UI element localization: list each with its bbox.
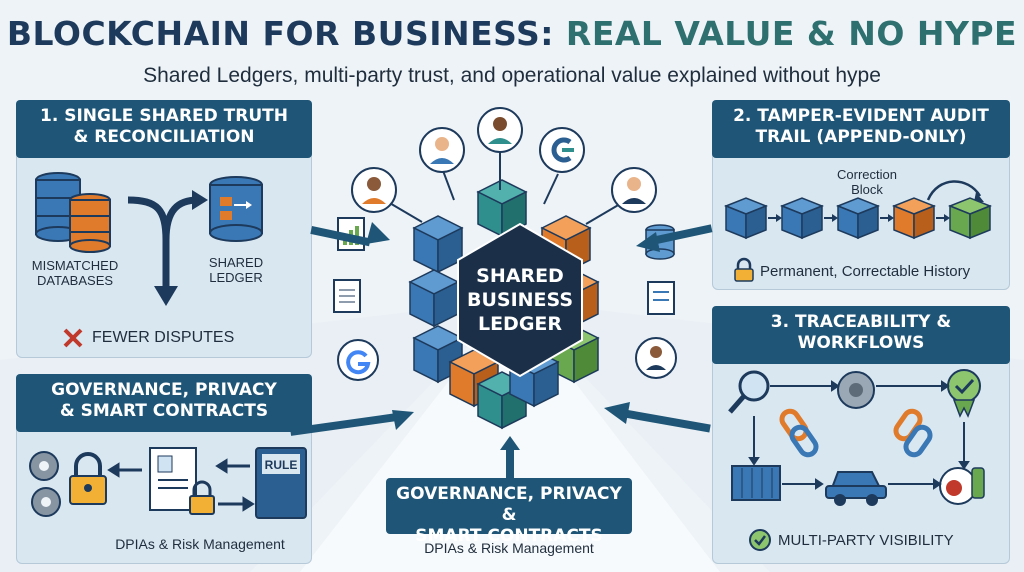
google-icon	[337, 339, 379, 381]
document-icon	[647, 281, 675, 315]
lock-icon	[69, 452, 107, 505]
gear-icon	[837, 371, 875, 409]
check-icon	[749, 529, 771, 551]
correction-block-label: Correction Block	[822, 167, 912, 197]
magnifier-icon	[728, 370, 770, 414]
trace-flow-icons	[728, 369, 985, 506]
ledger-icon	[209, 176, 263, 242]
gear-icon	[29, 451, 61, 517]
center-ledger-label: SHARED BUSINESS LEDGER	[460, 264, 580, 336]
correction-line-2: Block	[851, 182, 883, 197]
panel-audit-title-1: 2. TAMPER-EVIDENT AUDIT	[733, 106, 989, 126]
book-icon	[255, 447, 307, 519]
person-icon	[611, 167, 657, 213]
governance-icons	[29, 447, 307, 519]
person-icon	[635, 337, 677, 379]
title-part-2: REAL VALUE & NO HYPE	[565, 14, 1018, 53]
panel-shared-truth-title-2: & RECONCILIATION	[73, 127, 255, 147]
panel-trace-title-1: 3. TRACEABILITY &	[770, 312, 952, 332]
fewer-disputes-label: FEWER DISPUTES	[92, 329, 235, 346]
car-icon	[825, 471, 887, 506]
merge-arrow-icon	[127, 190, 208, 306]
company-logo-icon	[539, 127, 585, 173]
trace-footer-label: MULTI-PARTY VISIBILITY	[778, 532, 954, 549]
panel-audit-trail-header: 2. TAMPER-EVIDENT AUDIT TRAIL (APPEND-ON…	[712, 100, 1010, 158]
person-icon	[419, 127, 465, 173]
panel-gov-left-title-2: & SMART CONTRACTS	[59, 401, 269, 421]
panel-gov-left-title-1: GOVERNANCE, PRIVACY	[51, 380, 277, 400]
food-icon	[939, 467, 985, 505]
shared-line-2: LEDGER	[209, 270, 263, 285]
center-line-3: LEDGER	[477, 313, 563, 335]
panel-trace-title-2: WORKFLOWS	[797, 333, 925, 353]
panel-governance-center-header: GOVERNANCE, PRIVACY & SMART CONTRACTS	[386, 478, 632, 546]
block-chain-icon	[723, 180, 993, 240]
container-icon	[731, 465, 781, 501]
document-icon	[149, 447, 215, 515]
rule-label: RULE	[264, 458, 298, 472]
center-line-1: SHARED	[476, 265, 564, 287]
person-icon	[477, 107, 523, 153]
person-icon	[351, 167, 397, 213]
governance-center-footer: DPIAs & Risk Management	[424, 540, 594, 556]
mismatched-label: MISMATCHED DATABASES	[20, 258, 130, 288]
document-icon	[333, 279, 361, 313]
page-title: BLOCKCHAIN FOR BUSINESS: REAL VALUE & NO…	[0, 14, 1024, 53]
panel-shared-truth-title-1: 1. SINGLE SHARED TRUTH	[40, 106, 288, 126]
shared-ledger-label: SHARED LEDGER	[196, 255, 276, 285]
database-icon	[35, 172, 111, 253]
governance-left-footer: DPIAs & Risk Management	[115, 536, 285, 552]
shared-line-1: SHARED	[208, 255, 264, 270]
chain-icon	[779, 408, 933, 458]
panel-gov-center-title-1: GOVERNANCE, PRIVACY &	[396, 484, 622, 525]
page-subtitle: Shared Ledgers, multi-party trust, and o…	[143, 64, 881, 87]
ledger-cube-cluster	[409, 179, 599, 429]
audit-footer-label: Permanent, Correctable History	[760, 263, 971, 280]
panel-audit-title-2: TRAIL (APPEND-ONLY)	[755, 127, 967, 147]
mismatched-line-1: MISMATCHED	[31, 258, 119, 273]
x-mark-icon	[63, 328, 83, 348]
title-part-1: BLOCKCHAIN FOR BUSINESS:	[6, 14, 566, 53]
mismatched-line-2: DATABASES	[36, 273, 114, 288]
center-line-2: BUSINESS	[466, 289, 574, 311]
lock-icon	[734, 257, 754, 282]
correction-line-1: Correction	[837, 167, 897, 182]
panel-shared-truth-header: 1. SINGLE SHARED TRUTH & RECONCILIATION	[16, 100, 312, 158]
panel-traceability-header: 3. TRACEABILITY & WORKFLOWS	[712, 306, 1010, 364]
panel-gov-center-title-2: SMART CONTRACTS	[415, 526, 603, 546]
panel-governance-left-header: GOVERNANCE, PRIVACY & SMART CONTRACTS	[16, 374, 312, 432]
